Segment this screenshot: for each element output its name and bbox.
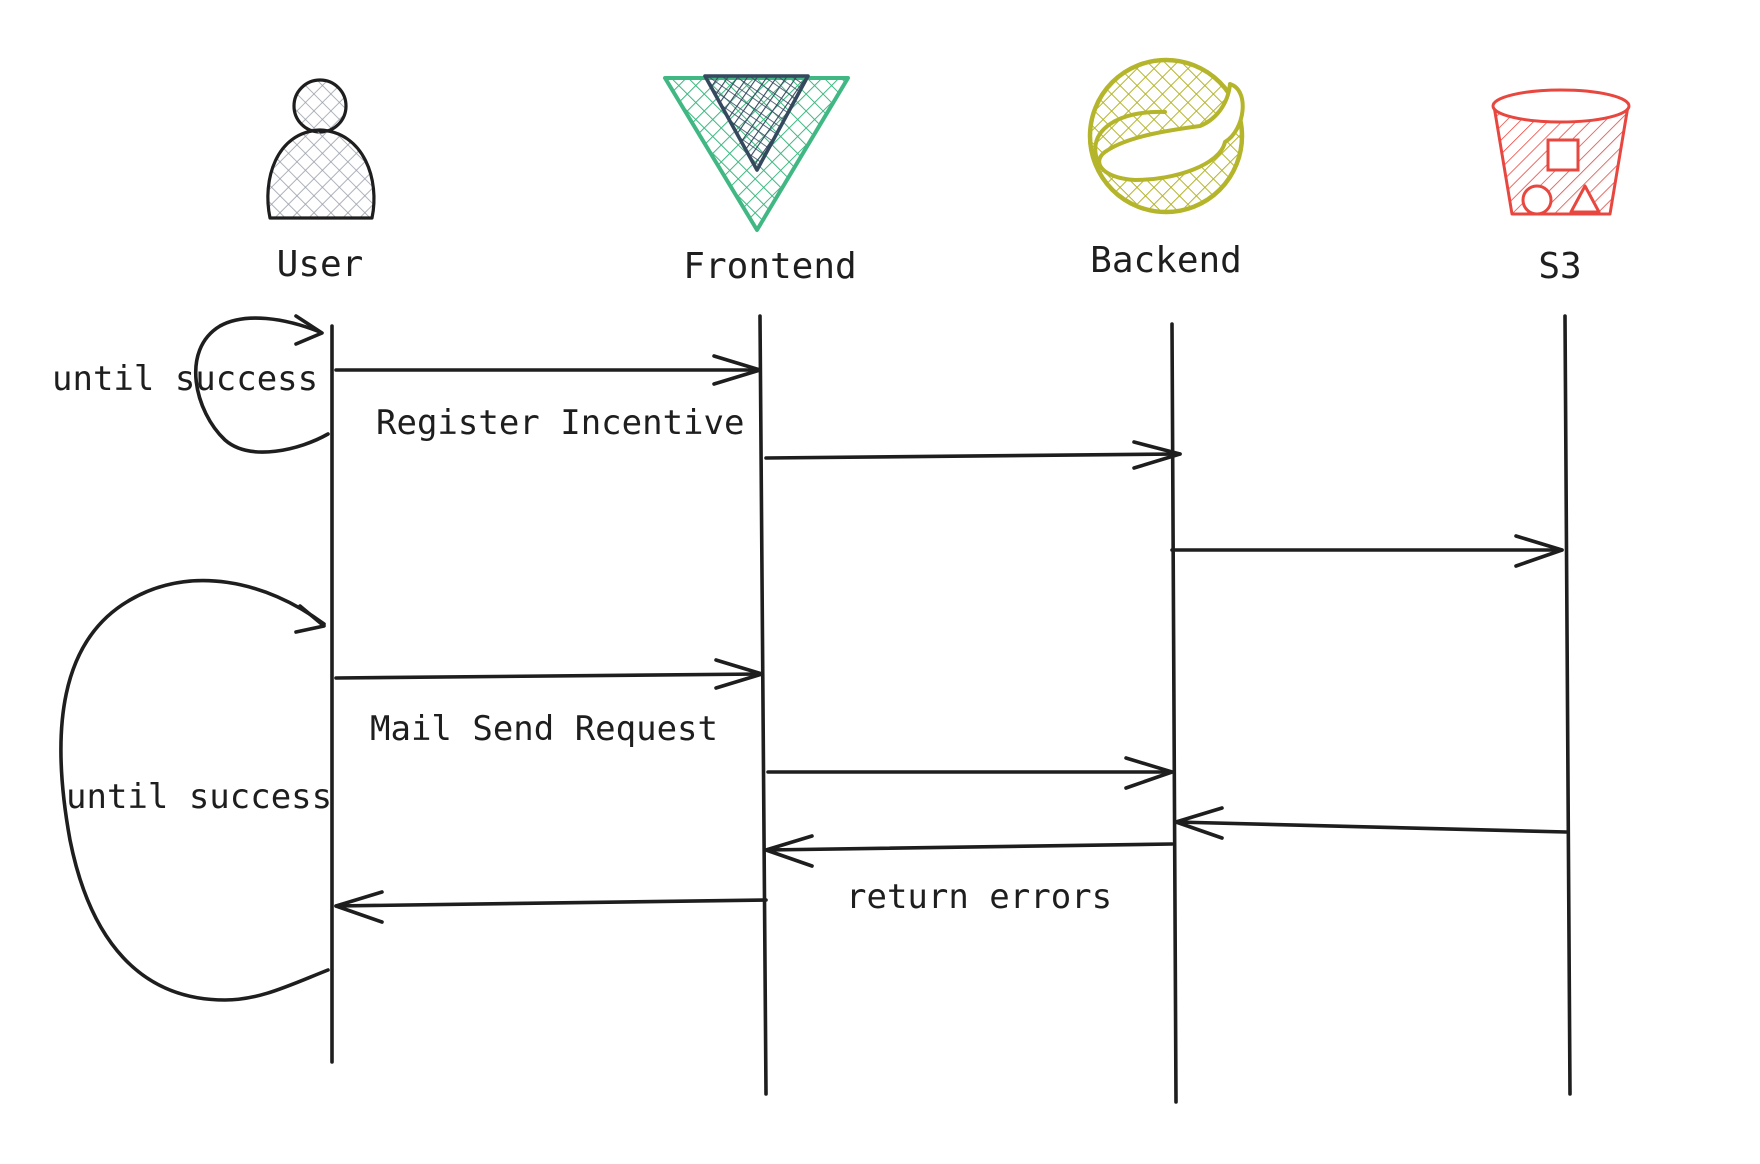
message-label-return-errors: return errors bbox=[846, 877, 1112, 917]
arrow-frontend-to-backend-1 bbox=[764, 440, 1182, 470]
lifeline-frontend bbox=[758, 314, 768, 1096]
vue-logo-icon bbox=[663, 74, 850, 232]
loop-label-top: until success bbox=[52, 359, 318, 399]
message-label-register-incentive: Register Incentive bbox=[376, 403, 744, 443]
loop-label-bottom: until success bbox=[66, 777, 332, 817]
participant-label-backend: Backend bbox=[1090, 240, 1242, 281]
bucket-icon bbox=[1491, 88, 1631, 216]
loop-arrow-bottom bbox=[59, 578, 330, 1002]
arrow-s3-to-backend bbox=[1174, 806, 1568, 840]
participant-label-s3: S3 bbox=[1538, 246, 1581, 287]
lifeline-backend bbox=[1170, 322, 1178, 1104]
arrow-backend-to-s3 bbox=[1170, 534, 1564, 568]
arrow-backend-to-frontend bbox=[764, 834, 1174, 868]
message-label-mail-send-request: Mail Send Request bbox=[370, 709, 718, 749]
user-icon bbox=[266, 78, 376, 220]
arrow-frontend-to-backend-2 bbox=[766, 756, 1174, 790]
lifeline-s3 bbox=[1563, 314, 1572, 1096]
arrow-user-to-frontend-2 bbox=[334, 658, 764, 690]
loop-arrow-top bbox=[194, 314, 330, 454]
participant-label-frontend: Frontend bbox=[683, 246, 856, 287]
participant-label-user: User bbox=[277, 244, 364, 285]
arrow-frontend-to-user bbox=[334, 890, 768, 924]
spring-logo-icon bbox=[1087, 57, 1245, 215]
arrow-user-to-frontend-1 bbox=[334, 354, 762, 386]
